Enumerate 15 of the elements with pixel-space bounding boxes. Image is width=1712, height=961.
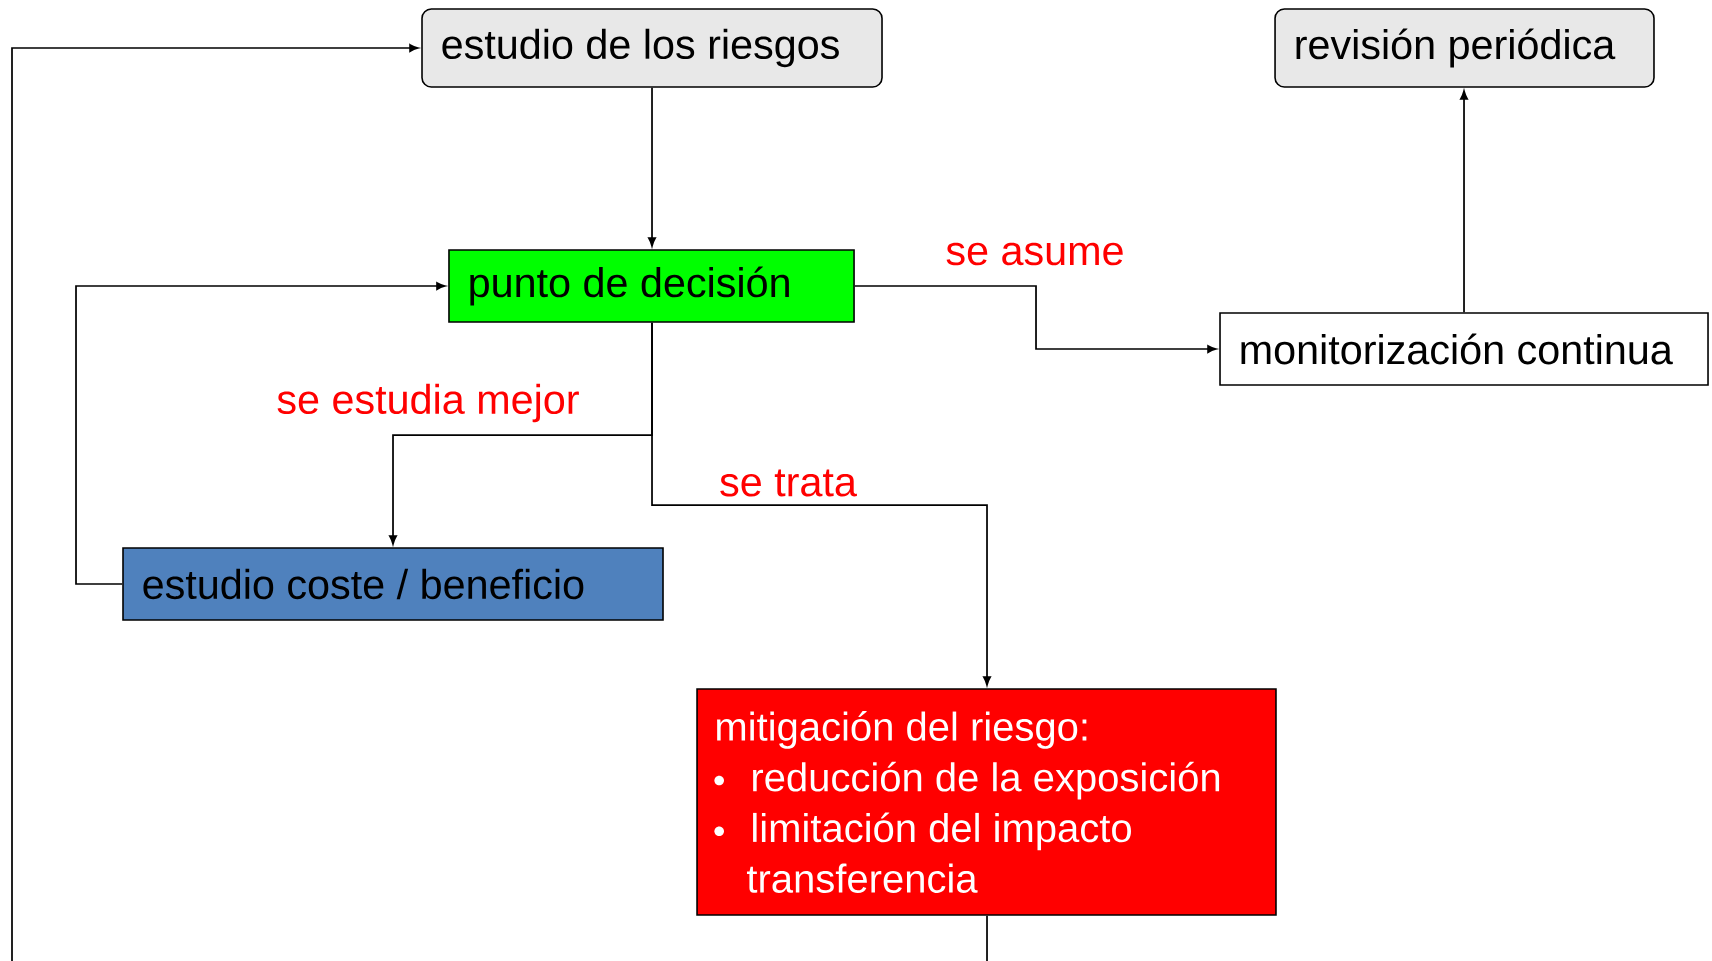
process-box: mitigación del riesgo: reducción de la exposición limitación del impacto transferencia bbox=[696, 688, 1277, 916]
process-box: revisión periódica bbox=[1274, 8, 1655, 88]
arrow bbox=[75, 282, 446, 585]
arrow bbox=[651, 321, 991, 686]
arrow bbox=[1460, 90, 1468, 314]
decision-box: punto de decisión bbox=[448, 249, 855, 323]
arrow bbox=[11, 44, 988, 961]
process-box: monitorización continua bbox=[1219, 312, 1709, 386]
edge-label: se estudia mejor bbox=[275, 382, 581, 424]
process-box: estudio de los riesgos bbox=[421, 8, 883, 88]
edge-label: se trata bbox=[717, 468, 859, 498]
arrow bbox=[648, 86, 656, 247]
process-box: estudio coste / beneficio bbox=[122, 547, 664, 621]
arrow bbox=[854, 285, 1217, 353]
edge-label: se asume bbox=[944, 241, 1126, 267]
